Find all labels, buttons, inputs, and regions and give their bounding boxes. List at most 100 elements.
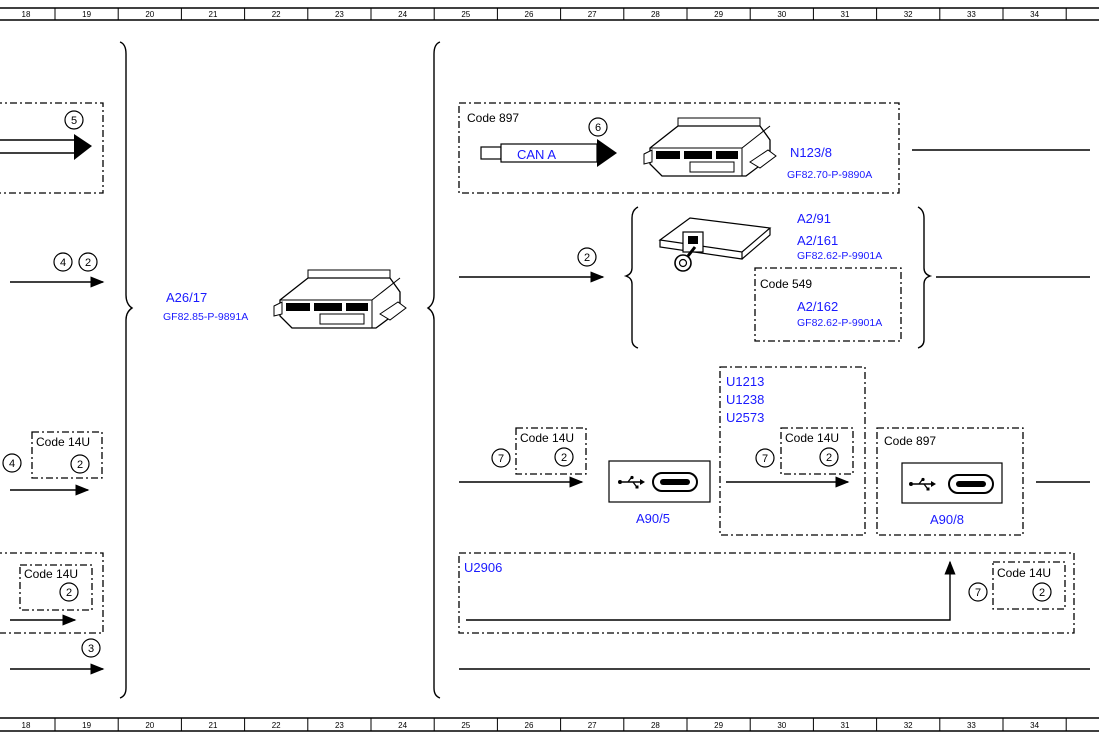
brace-a2-left	[623, 206, 639, 349]
note-2-d: 2	[584, 252, 590, 264]
note-2-f: 2	[826, 452, 832, 464]
line-u2906-return	[466, 560, 956, 621]
bottom-ruler-cell-label: 19	[82, 721, 91, 730]
n123-8-control-unit	[643, 117, 777, 177]
variant-u1213: U1213	[726, 374, 764, 389]
note-4-a: 4	[60, 257, 66, 269]
top-ruler-cell-label: 32	[904, 10, 913, 19]
a2-161-label: A2/161	[797, 233, 838, 248]
variant-u2573: U2573	[726, 410, 764, 425]
bottom-ruler-cell-label: 24	[398, 721, 407, 730]
a2-91-label: A2/91	[797, 211, 831, 226]
bottom-ruler-cell-label: 23	[335, 721, 344, 730]
note-5: 5	[71, 115, 77, 127]
code-14u-label-3: Code 14U	[520, 431, 574, 445]
a2-91-antenna-module	[658, 217, 772, 272]
note-4-b: 4	[9, 458, 15, 470]
bottom-ruler-cell-label: 18	[22, 721, 31, 730]
a2-162-label: A2/162	[797, 299, 838, 314]
code-14u-label-4: Code 14U	[785, 431, 839, 445]
code-897-box-top	[458, 102, 900, 194]
code-14u-box-right-2	[780, 427, 854, 475]
note-2-a: 2	[85, 257, 91, 269]
code-549-label: Code 549	[760, 277, 812, 291]
code-14u-label-5: Code 14U	[997, 566, 1051, 580]
top-ruler-cell-label: 33	[967, 10, 976, 19]
bottom-ruler-cell-label: 27	[588, 721, 597, 730]
top-ruler-cell-label: 30	[777, 10, 786, 19]
note-6: 6	[595, 122, 601, 134]
top-ruler-cell-label: 21	[209, 10, 218, 19]
note-2-e: 2	[561, 452, 567, 464]
a90-5-label: A90/5	[636, 511, 670, 526]
code-14u-box-right-3	[992, 561, 1066, 610]
a2-161-ref: GF82.62-P-9901A	[797, 250, 882, 262]
a26-17-ref: GF82.85-P-9891A	[163, 311, 248, 323]
a26-17-control-unit	[273, 269, 407, 329]
can-a-label: CAN A	[517, 147, 556, 162]
code-897-box-right	[876, 427, 1024, 536]
top-ruler-cell-label: 31	[841, 10, 850, 19]
bottom-ruler-cell-label: 33	[967, 721, 976, 730]
top-ruler-cell-label: 34	[1030, 10, 1039, 19]
top-ruler-cell-label: 19	[82, 10, 91, 19]
bottom-ruler-cell-label: 26	[525, 721, 534, 730]
left-brace	[119, 41, 134, 699]
can-a-arrow	[597, 139, 617, 167]
top-ruler-cell-label: 22	[272, 10, 281, 19]
can-a-connector	[480, 146, 502, 160]
variant-u2906: U2906	[464, 560, 502, 575]
bottom-ruler-cell-label: 34	[1030, 721, 1039, 730]
note-2-b: 2	[77, 459, 83, 471]
top-ruler-cell-label: 27	[588, 10, 597, 19]
note-2-g: 2	[1039, 587, 1045, 599]
variant-box-u2906	[458, 552, 1075, 634]
n123-8-label: N123/8	[790, 145, 832, 160]
a2-162-ref: GF82.62-P-9901A	[797, 317, 882, 329]
bottom-ruler-cell-label: 21	[209, 721, 218, 730]
note-7-a: 7	[498, 453, 504, 465]
top-ruler-cell-label: 24	[398, 10, 407, 19]
bottom-ruler-cell-label: 20	[145, 721, 154, 730]
a26-17-label: A26/17	[166, 290, 207, 305]
top-ruler-cell-label: 20	[145, 10, 154, 19]
bottom-ruler: 18 19 20 21 22 23 24 25 26 27 28 29 30 31 32 33 34	[0, 717, 1099, 732]
bottom-ruler-cell-label: 28	[651, 721, 660, 730]
code-14u-label-2: Code 14U	[24, 567, 78, 581]
a90-8-usb-port	[901, 462, 1003, 504]
bottom-ruler-cell-label: 30	[777, 721, 786, 730]
note-7-b: 7	[762, 453, 768, 465]
bottom-ruler-cell-label: 32	[904, 721, 913, 730]
variant-box-u1213	[719, 366, 866, 536]
a90-8-label: A90/8	[930, 512, 964, 527]
note-3: 3	[88, 643, 94, 655]
top-ruler-cell-label: 18	[22, 10, 31, 19]
code-549-box	[754, 267, 902, 342]
code-14u-label-1: Code 14U	[36, 435, 90, 449]
note-7-c: 7	[975, 587, 981, 599]
code-14u-box-left-2	[19, 564, 93, 611]
n123-8-ref: GF82.70-P-9890A	[787, 169, 872, 181]
top-ruler-cell-label: 23	[335, 10, 344, 19]
top-ruler: 18 19 20 21 22 23 24 25 26 27 28 29 30 31 32 33 34	[0, 7, 1099, 21]
top-ruler-cell-label: 29	[714, 10, 723, 19]
bottom-ruler-cell-label: 29	[714, 721, 723, 730]
bottom-ruler-cell-label: 31	[841, 721, 850, 730]
code-14u-box-right-1	[515, 427, 587, 475]
code-897-label-right: Code 897	[884, 434, 936, 448]
brace-a2-right	[917, 206, 933, 349]
bottom-ruler-cell-label: 22	[272, 721, 281, 730]
bottom-ruler-cell-label: 25	[461, 721, 470, 730]
code-14u-box-left-1	[31, 431, 103, 479]
code-897-label-top: Code 897	[467, 111, 519, 125]
variant-u1238: U1238	[726, 392, 764, 407]
top-ruler-cell-label: 26	[525, 10, 534, 19]
hollow-arrow-left	[74, 134, 92, 160]
code-box-left-bottom	[0, 552, 104, 634]
right-brace	[426, 41, 441, 699]
note-2-c: 2	[66, 587, 72, 599]
top-ruler-cell-label: 25	[461, 10, 470, 19]
top-ruler-cell-label: 28	[651, 10, 660, 19]
